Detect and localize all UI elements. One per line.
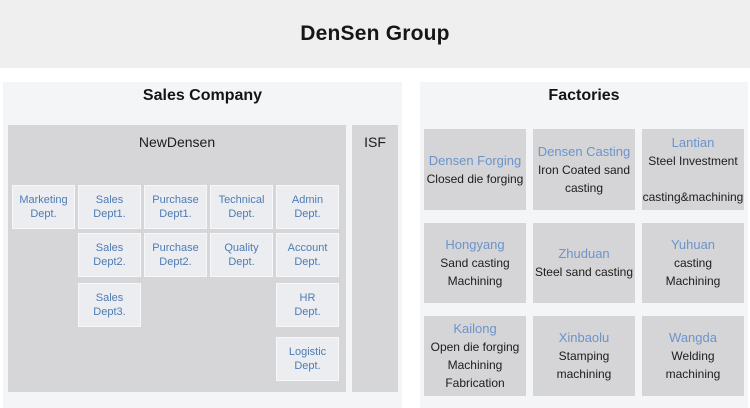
dept-box-admin: Admin Dept. [276,185,339,229]
dept-box-sales3: Sales Dept3. [78,283,141,327]
dept-box-logistic: Logistic Dept. [276,337,339,381]
factory-desc-line: casting&machining [642,189,744,204]
factory-name: Hongyang [445,237,505,252]
factories-panel: Factories Densen Forging Closed die forg… [420,82,748,408]
dept-label-line: Logistic [288,346,327,358]
newdensen-title: NewDensen [138,134,216,150]
dept-box-purchase2: Purchase Dept2. [144,233,207,277]
factory-desc-line: Stamping [558,349,610,363]
factory-card-kailong: Kailong Open die forging Machining Fabri… [424,316,526,396]
dept-label-line: Dept3. [93,306,126,318]
dept-label-line: Account [287,242,328,254]
factory-desc-line: Sand casting [440,256,510,270]
factory-card-densen-forging: Densen Forging Closed die forging [424,129,526,210]
factory-desc-line: casting [673,256,713,270]
factory-name: Wangda [669,330,717,345]
factory-name: Densen Forging [428,152,522,168]
dept-label-line: Quality [224,242,259,254]
factory-desc-line: Fabrication [445,376,505,390]
dept-box-hr: HR Dept. [276,283,339,327]
factory-name: Xinbaolu [558,330,610,345]
factory-desc-line: machining [556,367,612,381]
dept-label-line: Purchase [152,242,199,254]
factory-desc-line: Open die forging [430,340,520,354]
isf-title: ISF [364,134,386,150]
factory-desc-line: Machining [447,274,503,288]
dept-label-line: Dept2. [93,256,126,268]
factory-card-hongyang: Hongyang Sand casting Machining [424,223,526,303]
sales-company-panel: Sales Company NewDensen Marketing Dept. … [3,82,402,408]
isf-group-box: ISF [352,125,398,392]
dept-label-line: Sales [95,292,124,304]
dept-label-line: Technical [218,194,265,206]
factory-name: Yuhuan [670,237,716,252]
dept-box-purchase1: Purchase Dept1. [144,185,207,229]
factory-desc-line: Machining [447,358,503,372]
factory-card-lantian: Lantian Steel Investment casting&machini… [642,129,744,210]
dept-box-sales1: Sales Dept1. [78,185,141,229]
page-header: DenSen Group [0,0,750,68]
dept-label-line: Dept. [30,208,57,220]
dept-label-line: Marketing [19,194,68,206]
newdensen-group-box: NewDensen Marketing Dept. Sales Dept1. P… [8,125,346,392]
factory-card-xinbaolu: Xinbaolu Stamping machining [533,316,635,396]
factory-desc-line: Steel sand casting [534,265,634,279]
dept-label-line: Dept. [228,256,255,268]
dept-label-line: Dept. [294,256,321,268]
factory-card-zhuduan: Zhuduan Steel sand casting [533,223,635,303]
factory-desc-line: Closed die forging [426,171,524,186]
dept-label-line: Dept1. [93,208,126,220]
dept-label-line: Sales [95,194,124,206]
factories-title: Factories [548,87,620,104]
dept-label-line: Dept. [294,306,321,318]
dept-label-line: Dept. [228,208,255,220]
dept-box-technical: Technical Dept. [210,185,273,229]
factory-desc-line: Welding [671,349,715,363]
factory-desc-line: casting [564,180,604,195]
dept-label-line: Dept2. [159,256,192,268]
factory-card-yuhuan: Yuhuan casting Machining [642,223,744,303]
factory-desc-line: Machining [665,274,721,288]
factory-name: Densen Casting [537,143,631,159]
dept-label-line: Purchase [152,194,199,206]
factory-desc-line: Steel Investment [648,153,738,168]
dept-label-line: Admin [291,194,324,206]
dept-box-quality: Quality Dept. [210,233,273,277]
factory-card-wangda: Wangda Welding machining [642,316,744,396]
dept-box-account: Account Dept. [276,233,339,277]
dept-label-line: HR [299,292,316,304]
factory-name: Lantian [671,134,715,150]
dept-box-marketing: Marketing Dept. [12,185,75,229]
factory-desc-line: Iron Coated sand [537,162,631,177]
sales-company-title: Sales Company [142,87,263,104]
page-title: DenSen Group [300,22,450,45]
dept-label-line: Dept1. [159,208,192,220]
factory-name: Zhuduan [558,246,610,261]
dept-box-sales2: Sales Dept2. [78,233,141,277]
dept-label-line: Sales [95,242,124,254]
dept-label-line: Dept. [294,360,321,372]
factory-desc-line: machining [665,367,721,381]
factory-name: Kailong [453,321,497,336]
dept-label-line: Dept. [294,208,321,220]
factory-card-densen-casting: Densen Casting Iron Coated sand casting [533,129,635,210]
